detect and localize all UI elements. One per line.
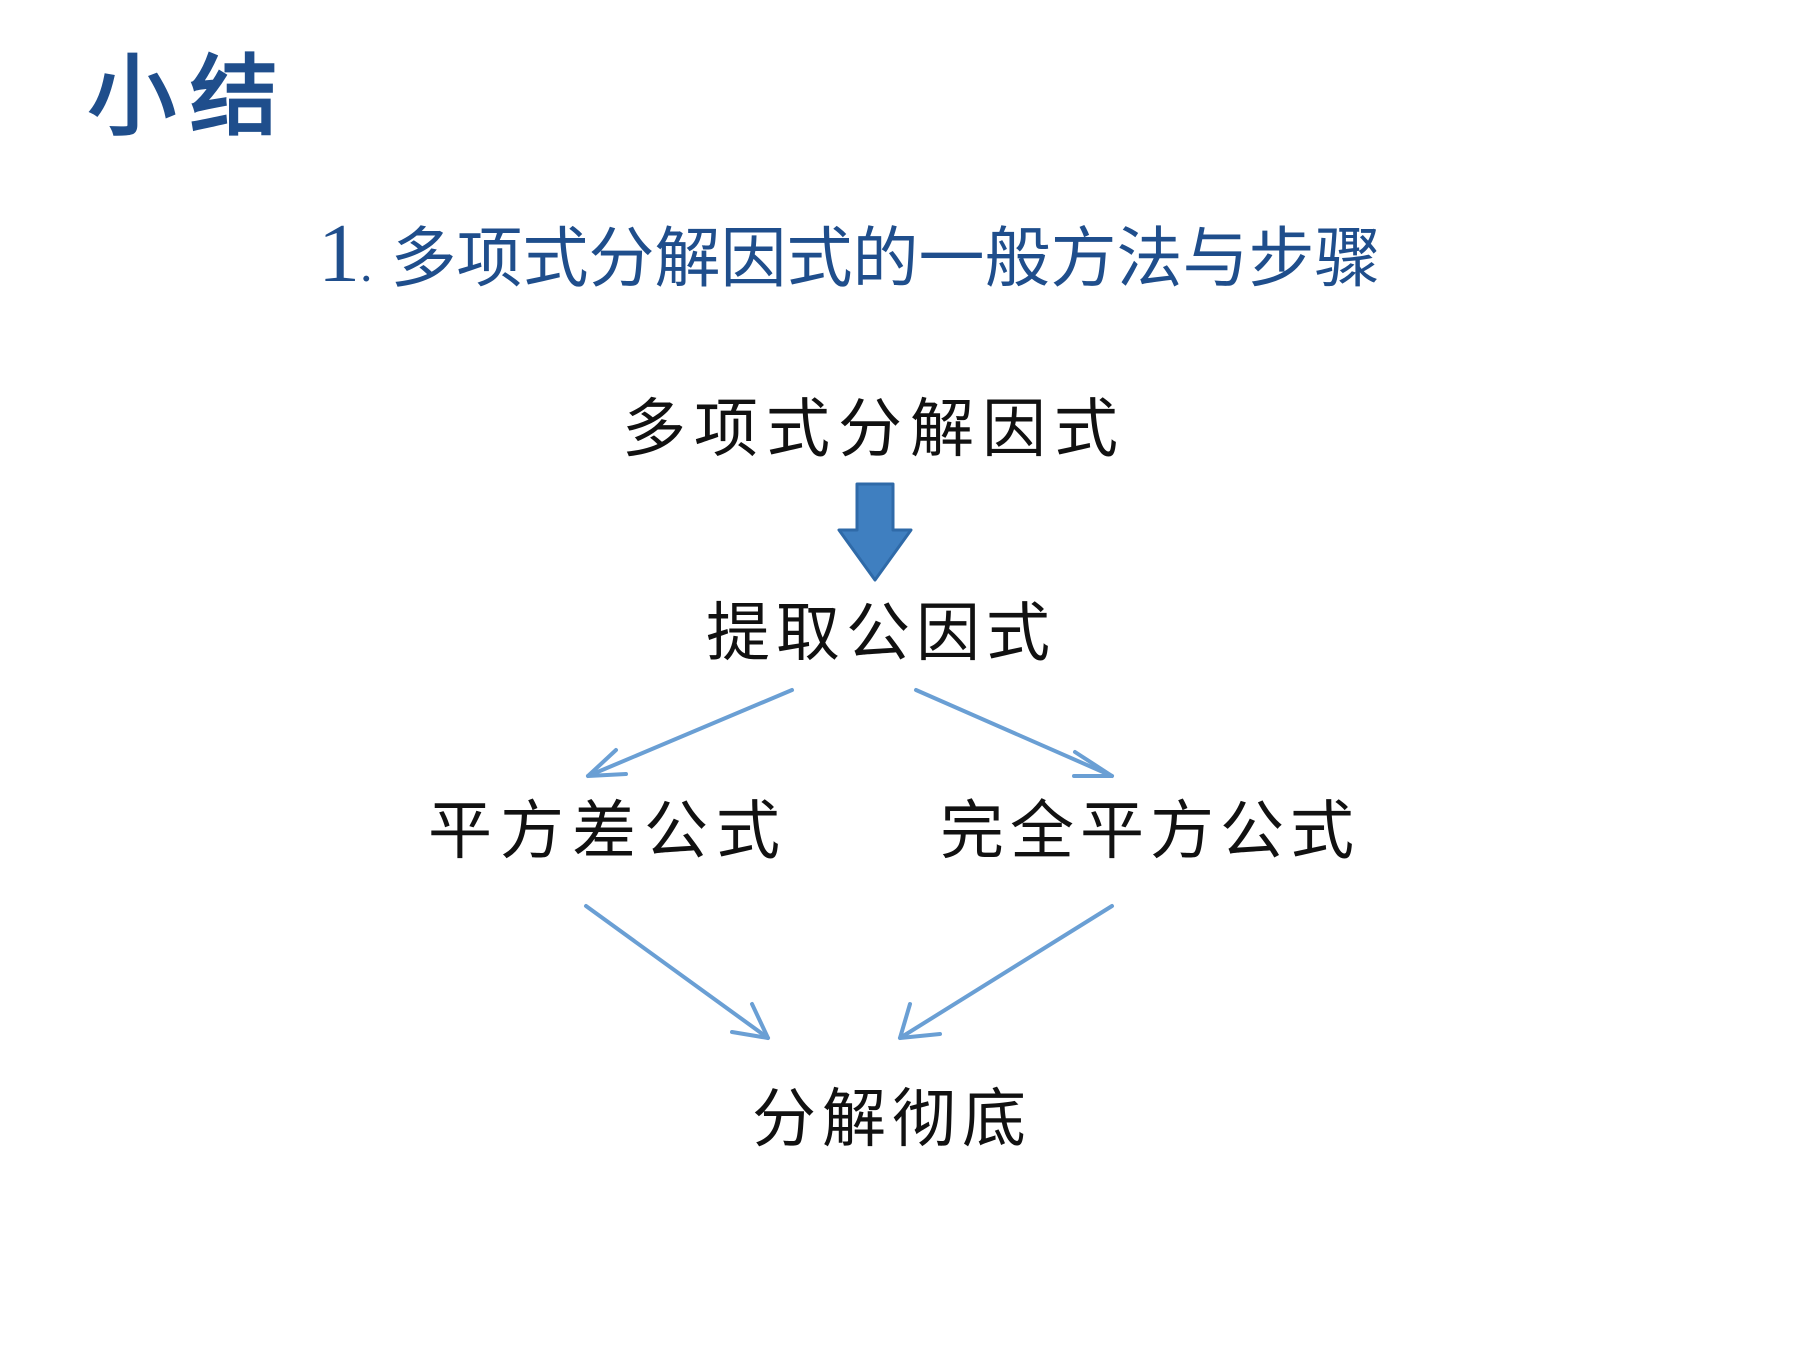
- arrow-from-difference-of-squares: [584, 904, 770, 1040]
- node-common-factor: 提取公因式: [706, 597, 1056, 671]
- section-number-dot: .: [360, 236, 373, 292]
- arrow-to-perfect-square: [914, 688, 1114, 778]
- node-polynomial-factorization: 多项式分解因式: [622, 393, 1126, 467]
- section-number: 1: [318, 207, 360, 300]
- node-perfect-square: 完全平方公式: [940, 795, 1360, 869]
- node-difference-of-squares: 平方差公式: [428, 795, 788, 869]
- section-heading-text: 多项式分解因式的一般方法与步骤: [390, 220, 1381, 297]
- arrow-from-perfect-square: [898, 904, 1114, 1040]
- down-block-arrow: [837, 482, 913, 582]
- arrow-to-difference-of-squares: [586, 688, 794, 778]
- section-heading: 1.多项式分解因式的一般方法与步骤: [318, 212, 1381, 296]
- slide-title: 小结: [88, 44, 293, 148]
- node-factor-completely: 分解彻底: [752, 1083, 1032, 1157]
